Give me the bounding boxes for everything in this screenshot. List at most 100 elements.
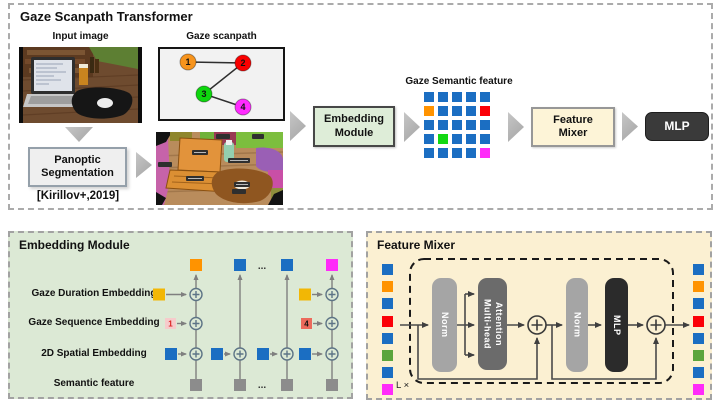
output-token-blue (234, 259, 246, 271)
grid-cell-blue (466, 134, 476, 144)
sequence-token-1-label: 1 (168, 320, 173, 329)
transformer-overview-box: Gaze Scanpath Transformer Input image (8, 3, 713, 210)
grid-cell-blue (466, 120, 476, 130)
repeat-block-border (409, 258, 674, 384)
semantic-token (190, 379, 202, 391)
row-label-gaze-sequence: Gaze Sequence Embedding (28, 317, 160, 328)
token-blue (693, 298, 704, 310)
spatial-token (299, 348, 311, 360)
spatial-token (165, 348, 177, 360)
grid-cell-blue (452, 120, 462, 130)
fixation-point-1 (179, 53, 197, 71)
citation-text: [Kirillov+,2019] (36, 190, 120, 202)
grid-cell-blue (424, 120, 434, 130)
panoptic-segmentation-label: Panoptic Segmentation (41, 153, 114, 179)
token-magenta (382, 384, 393, 396)
grid-cell-blue (452, 148, 462, 158)
gaze-semantic-feature-grid (424, 92, 490, 158)
mixer-diagram (400, 258, 690, 384)
embedding-module-panel: Embedding Module Gaze Duration Embedding… (8, 231, 353, 399)
sequence-token-4 (301, 318, 312, 329)
token-blue (693, 332, 704, 344)
input-token-column (382, 264, 393, 396)
grid-cell-blue (466, 92, 476, 102)
grid-cell-blue (480, 92, 490, 102)
fixation-number: 2 (240, 58, 245, 68)
row-label-semantic-feature: Semantic feature (53, 378, 135, 389)
sequence-token-1 (165, 318, 176, 329)
token-magenta (693, 384, 704, 396)
embedding-module-box: Embedding Module (313, 106, 395, 147)
input-image-label: Input image (52, 31, 109, 42)
token-orange (382, 281, 393, 293)
fixation-number: 3 (201, 89, 206, 99)
grid-cell-blue (452, 106, 462, 116)
feature-mixer-box-label: Feature Mixer (553, 113, 593, 139)
ellipsis: ... (258, 380, 267, 391)
token-orange (693, 281, 704, 293)
token-red (693, 315, 704, 327)
grid-cell-blue (438, 106, 448, 116)
fixation-number: 4 (240, 102, 245, 112)
token-green_leaf (693, 349, 704, 361)
token-red (382, 315, 393, 327)
mlp-box: MLP (645, 112, 709, 141)
flow-arrow-right-icon (508, 112, 524, 142)
fixation-point-2 (234, 54, 252, 72)
grid-cell-blue (438, 148, 448, 158)
ellipsis: ... (258, 261, 267, 272)
grid-cell-blue (452, 134, 462, 144)
gaze-scanpath-label: Gaze scanpath (186, 31, 257, 42)
semantic-token (281, 379, 293, 391)
flow-arrow-right-icon (622, 112, 638, 141)
mlp-block: MLP (605, 278, 628, 372)
token-blue (382, 332, 393, 344)
row-label-gaze-duration: Gaze Duration Embedding (31, 288, 157, 299)
fixation-point-4 (234, 98, 252, 116)
grid-cell-green_bright (438, 134, 448, 144)
multi-head-attention-block: Multi-head Attention (478, 278, 507, 370)
grid-cell-orange (424, 106, 434, 116)
output-token-blue (281, 259, 293, 271)
grid-cell-blue (452, 92, 462, 102)
flow-arrow-right-icon (290, 111, 306, 141)
flow-arrow-right-icon (136, 152, 152, 178)
plus-icons (192, 291, 336, 358)
embedding-diagram: 1 4 ... ... (153, 259, 339, 391)
embedding-panel-title: Embedding Module (19, 238, 130, 252)
panoptic-segmentation-box: Panoptic Segmentation (28, 147, 127, 187)
grid-cell-blue (466, 106, 476, 116)
grid-cell-blue (480, 134, 490, 144)
norm-block-1: Norm (432, 278, 457, 372)
grid-cell-blue (438, 92, 448, 102)
output-token-orange (190, 259, 202, 271)
grid-cell-blue (424, 134, 434, 144)
duration-token (153, 288, 165, 301)
residual-plus-icons (527, 315, 666, 335)
feature-mixer-box: Feature Mixer (531, 107, 615, 147)
embedding-module-box-label: Embedding Module (324, 113, 384, 139)
scanpath-line (187, 61, 246, 108)
fixation-point-3 (195, 85, 213, 103)
gaze-semantic-feature-label: Gaze Semantic feature (405, 76, 513, 87)
token-blue (693, 367, 704, 379)
feature-mixer-panel: Feature Mixer (366, 231, 712, 400)
token-blue (382, 264, 393, 275)
token-blue (382, 367, 393, 379)
grid-cell-blue (466, 148, 476, 158)
norm-block-2: Norm (566, 278, 588, 372)
output-token-magenta (326, 259, 338, 271)
mlp-box-label: MLP (664, 119, 690, 134)
grid-cell-blue (480, 120, 490, 130)
token-green_leaf (382, 349, 393, 361)
token-blue (382, 298, 393, 310)
token-blue (693, 264, 704, 275)
semantic-token (234, 379, 246, 391)
semantic-token (326, 379, 338, 391)
flow-arrow-down-icon (65, 127, 93, 142)
spatial-token (257, 348, 269, 360)
grid-cell-red (480, 106, 490, 116)
figure-title: Gaze Scanpath Transformer (20, 9, 193, 24)
